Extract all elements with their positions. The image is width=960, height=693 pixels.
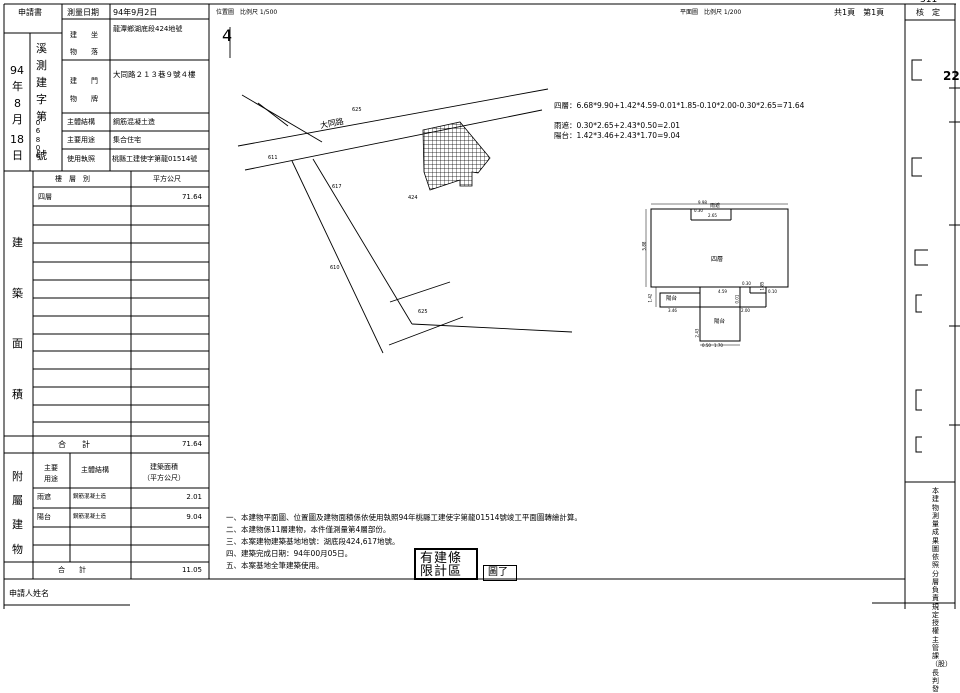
authorization-note: 本建物測量成果圖依照分層負責規定授權主管課（股）長判發 (931, 487, 952, 693)
area-col-unit: 平方公尺 (153, 175, 181, 183)
annex-row-use: 雨遮 (37, 493, 51, 501)
survey-date-value: 94年9月2日 (113, 8, 158, 17)
use-label: 主要用途 (67, 136, 95, 144)
survey-date-label: 測量日期 (67, 8, 99, 17)
dimension-label: 2.65 (708, 213, 717, 218)
note-line: 三、本案建物建築基地地號：湖底段424,617地號。 (226, 537, 400, 546)
annex-total-value: 11.05 (181, 566, 202, 574)
dimension-label: 0.30 (694, 208, 703, 213)
parcel-number: 617 (332, 184, 342, 190)
area-section-label: 建築面積 (12, 236, 23, 401)
area-total-value: 71.64 (181, 440, 202, 448)
annex-col-area: 建築面積 （平方公尺） (143, 463, 185, 483)
dimension-label: 0.30 (742, 281, 751, 286)
top-edge-number: 311 (920, 0, 938, 5)
applicant-form-label: 申請書 (18, 8, 42, 17)
dimension-label: 9.98 (698, 200, 707, 205)
cert-doc-no: 06806 (35, 119, 41, 160)
dimension-label: 0.01 (734, 294, 740, 304)
cert-year: 94 (10, 64, 24, 77)
official-seal-stamp: 有建條 限計區 (414, 548, 478, 580)
location-plan-title: 位置圖 比例尺 1/500 (216, 9, 278, 16)
annex-section-label: 附屬建物 (12, 470, 23, 556)
floor-room-label: 四層 (711, 256, 724, 263)
parcel-number: 625 (418, 309, 428, 315)
dimension-label: 1.85 (759, 281, 765, 291)
site-value: 龍潭鄉湖底段424地號 (113, 25, 183, 33)
area-row-floor: 四層 (38, 193, 52, 201)
license-value: 桃縣工建使字第龍01514號 (112, 155, 198, 163)
door-value: 大同路２１３巷９號４樓 (113, 70, 196, 79)
side-number: 22 (943, 69, 960, 83)
site-label: 建 坐 物 落 (70, 31, 98, 56)
dimension-label: 2.43 (694, 328, 700, 338)
parcel-number: 610 (330, 265, 340, 271)
eave-label: 雨遮 (710, 203, 721, 209)
annex-col-structure: 主體結構 (81, 466, 109, 474)
parcel-number: 611 (268, 155, 278, 161)
note-line: 二、本建物係11層建物，本件僅測量第4層部份。 (226, 525, 391, 534)
area-col-floor: 樓 層 別 (55, 175, 90, 183)
applicant-name-label: 申請人姓名 (9, 589, 49, 598)
floor-plan-title: 平面圖 比例尺 1/200 (680, 9, 742, 16)
dimension-label: 2.00 (741, 308, 750, 313)
parcel-number: 424 (408, 195, 418, 201)
parcel-number: 625 (352, 107, 362, 113)
area-row-value: 71.64 (181, 193, 202, 201)
annex-row-area: 2.01 (186, 493, 202, 501)
cert-day: 18 (10, 133, 24, 146)
annex-row-area: 9.04 (186, 513, 202, 521)
cert-doc-suffix: 號 (36, 149, 47, 162)
north-arrow-icon: 4 (222, 26, 233, 45)
annex-row-use: 陽台 (37, 513, 51, 521)
balcony-label: 陽台 (714, 319, 726, 325)
structure-value: 鋼筋混凝土造 (113, 118, 155, 126)
check-label: 核 定 (916, 8, 940, 17)
note-line: 五、本案基地全筆建築使用。 (226, 561, 324, 570)
dimension-label: 0.50 (702, 343, 711, 348)
annex-row-structure: 鋼筋混凝土造 (73, 514, 107, 520)
dimension-label: 4.59 (718, 289, 727, 294)
door-label: 建 門 物 牌 (70, 77, 98, 104)
small-seal-stamp: 圖了 (483, 565, 517, 581)
cert-day-char: 日 (12, 149, 23, 162)
dimension-label: 1.42 (647, 293, 653, 303)
license-label: 使用執照 (67, 155, 95, 163)
annex-col-use: 主要 用途 (44, 464, 58, 484)
calc-line: 陽台：1.42*3.46+2.43*1.70=9.04 (554, 131, 681, 140)
dimension-label: 5.88 (641, 241, 647, 251)
dimension-label: 3.46 (668, 308, 677, 313)
balcony-label: 陽台 (666, 296, 678, 302)
structure-label: 主體結構 (67, 118, 95, 126)
location-plan-lines (229, 27, 573, 354)
calc-line: 四層：6.68*9.90+1.42*4.59-0.01*1.85-0.10*2.… (554, 101, 805, 110)
cert-month-char: 月 (12, 113, 23, 126)
form-grid-lines (3, 3, 960, 609)
annex-row-structure: 鋼筋混凝土造 (73, 494, 107, 500)
floor-plan-lines (650, 208, 789, 342)
dimension-label: 1.70 (714, 343, 723, 348)
calc-line: 雨遮：0.30*2.65+2.43*0.50=2.01 (554, 121, 681, 130)
page-info: 共1頁 第1頁 (834, 8, 885, 17)
cert-month: 8 (14, 97, 21, 110)
note-line: 一、本建物平面圖、位置圖及建物面積係依使用執照94年桃縣工建使字第龍01514號… (226, 513, 582, 522)
building-footprint (422, 121, 491, 191)
cert-year-char: 年 (12, 80, 23, 93)
cert-office: 溪測建字第 (36, 42, 47, 124)
note-line: 四、建築完成日期：94年00月05日。 (226, 549, 353, 558)
annex-total-label: 合 計 (58, 566, 86, 574)
use-value: 集合住宅 (113, 136, 141, 144)
dimension-label: 0.10 (768, 289, 777, 294)
area-total-label: 合 計 (58, 440, 90, 449)
